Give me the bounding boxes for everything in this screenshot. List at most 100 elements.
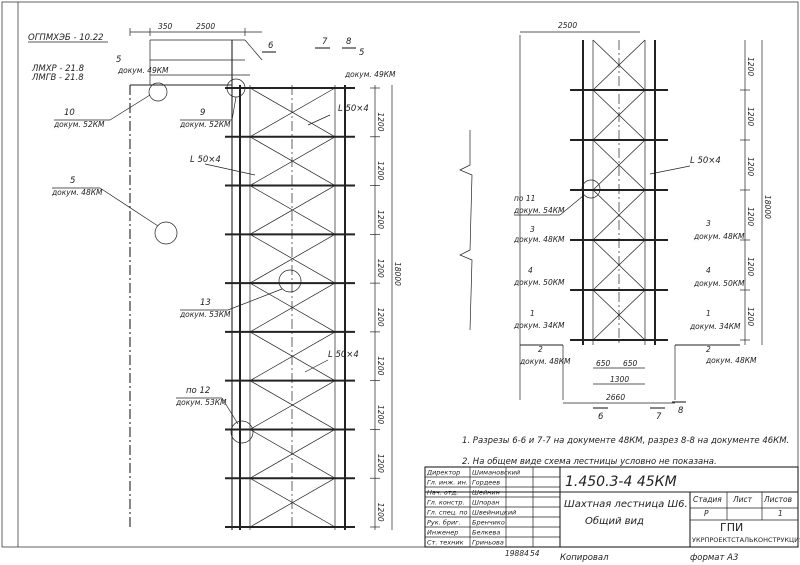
callout-4l-num: 4: [528, 266, 533, 275]
right-segment-dim: 1200: [746, 307, 755, 326]
profile-label-2: L 50×4: [190, 155, 221, 165]
sheet-label: Лист: [732, 495, 753, 504]
right-profile-label: L 50×4: [690, 156, 721, 166]
callout-4r-num: 4: [706, 266, 711, 275]
callout-11-doc: докум. 54КМ: [513, 206, 565, 215]
brace-line: [249, 380, 336, 430]
callout-3l-num: 3: [530, 225, 535, 234]
role-name: Директор: [426, 469, 460, 477]
role-name: Нач. отд.: [427, 489, 458, 497]
left-segment-dim: 1200: [376, 356, 385, 375]
person-name: Белкева: [472, 529, 500, 537]
left-segment-dim: 1200: [376, 454, 385, 473]
callout-5a-num: 5: [116, 55, 121, 65]
sheets-value: 1: [778, 509, 783, 518]
left-segment-dim: 1200: [376, 259, 385, 278]
copied-label: Копировал: [560, 553, 609, 563]
brace-line: [592, 189, 646, 241]
brace-line: [249, 185, 336, 235]
callout-11-num: по 11: [514, 194, 535, 203]
note-ogpm: ОГПМХЭБ - 10.22: [28, 33, 104, 43]
callout-5b-doc: докум. 48КМ: [51, 188, 103, 197]
callout-1r-num: 1: [706, 309, 711, 318]
tower-rings: [225, 87, 380, 528]
brace-line: [249, 477, 336, 528]
callout-2l-num: 2: [538, 345, 543, 354]
callout-3l-doc: докум. 48КМ: [513, 235, 565, 244]
callout-13-doc: докум. 53КМ: [179, 310, 231, 319]
person-name: Шпоран: [472, 499, 500, 507]
svg-text:7: 7: [322, 37, 328, 47]
note-lmgv: ЛМГВ - 21.8: [31, 73, 84, 83]
org-line-2: УКРПРОЕКТСТАЛЬКОНСТРУКЦИЯ: [692, 536, 800, 544]
detail-circle-d: [278, 269, 302, 293]
dim-650a: 650: [596, 359, 611, 368]
brace-line: [249, 331, 336, 381]
break-line: [459, 130, 473, 331]
callout-12-num: по 12: [186, 386, 210, 396]
detail-circle-f: [581, 179, 601, 199]
head-slope: [244, 39, 263, 61]
dim-2660: 2660: [606, 393, 625, 402]
right-segment-dims: 1200 1200 1200 1200 1200 1200: [746, 57, 755, 326]
dim-350: 350: [158, 22, 173, 31]
brace-line: [249, 136, 336, 186]
left-segment-dim: 1200: [376, 405, 385, 424]
note-2: 2. На общем виде схема лестницы условно …: [462, 457, 717, 467]
callout-5b-num: 5: [70, 176, 75, 186]
left-segment-dim: 1200: [376, 112, 385, 131]
brace-line: [249, 429, 336, 479]
format-label: формат А3: [690, 553, 738, 563]
brace-line: [592, 139, 646, 191]
section-mark-6: 6: [598, 412, 604, 422]
callout-5a-doc: докум. 49КМ: [117, 66, 169, 75]
callout-3r-num: 3: [706, 219, 711, 228]
section-mark-8: 8: [678, 406, 684, 416]
profile-label-3: L 50×4: [328, 350, 359, 360]
profile-label-1: L 50×4: [338, 104, 369, 114]
role-name: Инженер: [427, 529, 458, 537]
right-segment-dim: 1200: [746, 157, 755, 176]
left-segment-dim: 1200: [376, 308, 385, 327]
callout-2r-doc: докум. 48КМ: [705, 356, 757, 365]
callout-5c-doc: докум. 49КМ: [344, 70, 396, 79]
detail-circle-e: [230, 420, 254, 444]
callout-2r-num: 2: [706, 345, 711, 354]
right-total-height: 18000: [763, 195, 772, 219]
callout-9-doc: докум. 52КМ: [179, 120, 231, 129]
role-name: Гл. констр.: [427, 499, 465, 507]
callout-2l-doc: докум. 48КМ: [519, 357, 571, 366]
right-segment-dim: 1200: [746, 207, 755, 226]
role-name: Рук. бриг.: [427, 519, 461, 527]
dim-1300: 1300: [610, 375, 629, 384]
svg-text:8: 8: [346, 37, 352, 47]
callout-12-doc: докум. 53КМ: [175, 398, 227, 407]
person-name: Гриньова: [472, 539, 504, 547]
right-dim-2500: 2500: [558, 21, 577, 30]
right-bracing: [592, 39, 646, 341]
drawing-code: 1.450.3-4 45КМ: [565, 474, 677, 490]
right-view: 2500 по 11 докум. 54КМ 3 докум. 48КМ 3 д…: [459, 21, 772, 422]
title-line-2: Общий вид: [585, 515, 644, 527]
title-line-1: Шахтная лестница Ш6.: [564, 499, 688, 510]
brace-line: [592, 289, 646, 341]
tower-bracing: [249, 87, 336, 528]
callout-10-num: 10: [64, 108, 75, 118]
callout-3r-doc: докум. 48КМ: [693, 232, 745, 241]
callout-4l-doc: докум. 50КМ: [513, 278, 565, 287]
brace-line: [249, 282, 336, 333]
callout-1r-doc: докум. 34КМ: [689, 322, 741, 331]
right-segment-dim: 1200: [746, 57, 755, 76]
brace-line: [592, 239, 646, 291]
inventory-number: 19884: [505, 549, 529, 558]
brace-line: [249, 87, 336, 138]
person-name: Бренчико: [472, 519, 505, 527]
person-name: Гордеев: [472, 479, 500, 487]
right-rings: [570, 89, 750, 341]
left-segment-dim: 1200: [376, 161, 385, 180]
right-segment-dim: 1200: [746, 107, 755, 126]
person-name: Шейнин: [472, 489, 500, 497]
right-segment-dim: 1200: [746, 257, 755, 276]
